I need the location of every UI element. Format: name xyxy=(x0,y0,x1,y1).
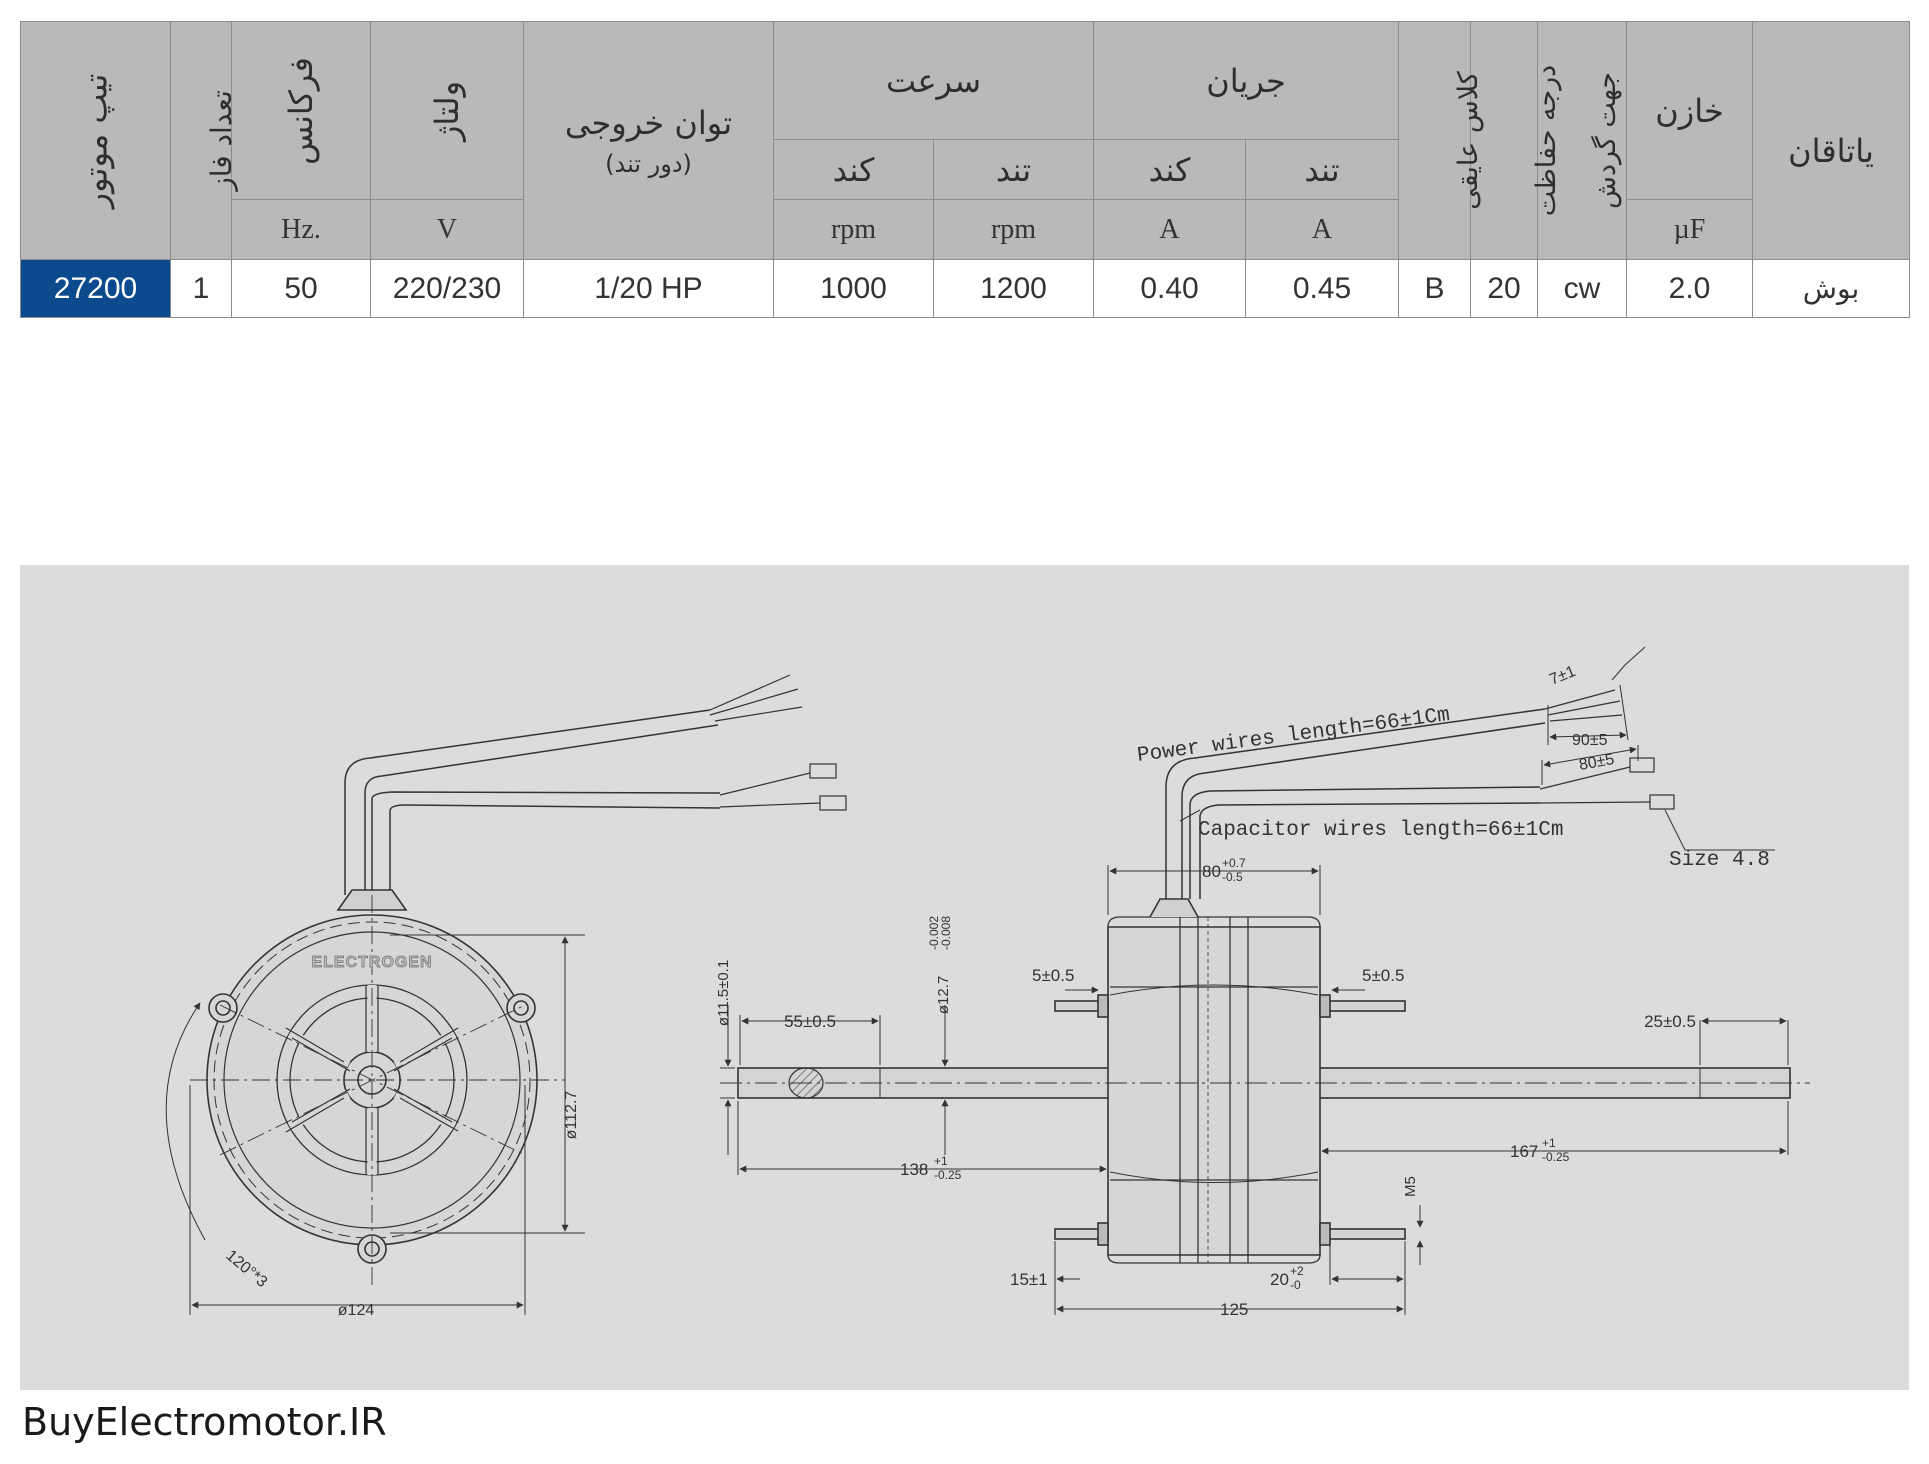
site-footer: BuyElectromotor.IR xyxy=(22,1400,387,1444)
dim-stud-offset-up: +2 xyxy=(1290,1264,1304,1278)
dim-front-length-dn: -0.25 xyxy=(934,1168,962,1182)
dim-body-length-dn: -0.5 xyxy=(1222,870,1243,884)
motor-body xyxy=(1107,926,1321,1256)
dim-shaft-diameter-2-tol-up: -0.002 xyxy=(927,916,941,950)
dim-stud-length: 15±1 xyxy=(1010,1270,1048,1289)
header-frequency: فرکانس xyxy=(231,21,371,200)
dim-ear-angle: 120°*3 xyxy=(222,1247,270,1291)
dim-front-length-up: +1 xyxy=(934,1154,948,1168)
header-current: جریان xyxy=(1093,21,1400,140)
header-frequency-unit: Hz. xyxy=(231,199,371,260)
header-output-power: توان خروجی (دور تند) xyxy=(523,21,774,260)
cell-speed-high: 1200 xyxy=(932,259,1095,318)
cell-rotation: cw xyxy=(1537,259,1628,318)
header-current-high-unit: A xyxy=(1245,199,1400,260)
header-speed-high-unit: rpm xyxy=(932,199,1095,260)
front-view xyxy=(190,674,847,1285)
dim-stud-left: 5±0.5 xyxy=(1032,966,1074,985)
header-bearing: یاتاقان xyxy=(1752,21,1911,260)
front-brand-label: ELECTROGEN xyxy=(311,954,432,971)
cell-capacitor: 2.0 xyxy=(1626,259,1754,318)
front-wire-bundle xyxy=(344,674,847,895)
cell-voltage: 220/230 xyxy=(370,259,524,318)
dim-stud-span: 125 xyxy=(1220,1300,1248,1319)
cell-insulation: B xyxy=(1398,259,1472,318)
cell-power: 1/20 HP xyxy=(523,259,774,318)
cell-model: 27200 xyxy=(20,259,171,318)
cell-bearing: بوش xyxy=(1752,259,1911,318)
dim-stud-right: 5±0.5 xyxy=(1362,966,1404,985)
header-insulation-class: کلاس عایقی xyxy=(1398,21,1484,260)
header-motor-type: تیپ موتور xyxy=(20,21,171,260)
header-current-low-unit: A xyxy=(1093,199,1247,260)
dim-thread: M5 xyxy=(1402,1176,1419,1197)
dim-outer-diameter: ø124 xyxy=(338,1302,375,1319)
header-speed: سرعت xyxy=(772,21,1095,140)
cell-speed-low: 1000 xyxy=(773,259,934,318)
header-speed-low: کند xyxy=(773,139,934,200)
dim-wire-90: 90±5 xyxy=(1572,732,1608,749)
dim-flat-length: 55±0.5 xyxy=(784,1012,836,1031)
dim-front-length-base: 138 xyxy=(900,1160,928,1179)
front-dimensions xyxy=(165,934,585,1315)
cell-current-low: 0.40 xyxy=(1093,259,1247,318)
header-speed-high: تند xyxy=(932,139,1095,200)
side-dimensions xyxy=(720,646,1789,1315)
dim-body-length-up: +0.7 xyxy=(1222,856,1246,870)
dim-housing-diameter: ø112.7 xyxy=(563,1091,580,1140)
cell-current-high: 0.45 xyxy=(1245,259,1400,318)
dim-rear-length-up: +1 xyxy=(1542,1136,1556,1150)
cell-phase: 1 xyxy=(170,259,232,318)
header-voltage: ولتاژ xyxy=(370,21,524,200)
dim-body-length-base: 80 xyxy=(1202,862,1221,881)
dim-rear-length-base: 167 xyxy=(1510,1142,1538,1161)
dim-wire-80: 80±5 xyxy=(1578,751,1616,774)
header-current-low: کند xyxy=(1093,139,1247,200)
drawing-svg: ELECTROGEN ø112.7 ø124 120°*3 xyxy=(165,646,1810,1319)
spec-table: تیپ موتور تعداد فاز فرکانس ولتاژ توان خر… xyxy=(20,21,1911,318)
header-capacitor-unit: µF xyxy=(1626,199,1754,260)
dim-shaft-diameter: ø11.5±0.1 xyxy=(715,960,732,1026)
size-label: Size 4.8 xyxy=(1669,849,1770,872)
header-protection-degree: درجه حفاظت xyxy=(1470,21,1562,260)
cell-protection: 20 xyxy=(1470,259,1539,318)
header-phase-count: تعداد فاز xyxy=(170,21,238,260)
header-speed-low-unit: rpm xyxy=(773,199,934,260)
side-view xyxy=(720,689,1810,1264)
dim-shaft-diameter-2-base: ø12.7 xyxy=(935,976,952,1014)
dim-rear-flat: 25±0.5 xyxy=(1644,1012,1696,1031)
dim-shaft-diameter-2-tol-dn: -0.008 xyxy=(939,916,953,950)
power-wires-label: Power wires length=66±1Cm xyxy=(1136,704,1451,768)
capacitor-wires-label: Capacitor wires length=66±1Cm xyxy=(1198,819,1563,842)
header-current-high: تند xyxy=(1245,139,1400,200)
cell-frequency: 50 xyxy=(231,259,371,318)
header-capacitor: خازن xyxy=(1626,21,1754,200)
dim-stud-offset-dn: -0 xyxy=(1290,1278,1301,1292)
technical-drawing: ELECTROGEN ø112.7 ø124 120°*3 xyxy=(20,565,1909,1390)
header-voltage-unit: V xyxy=(370,199,524,260)
dim-wire-strip: 7±1 xyxy=(1547,663,1578,689)
dim-stud-offset-base: 20 xyxy=(1270,1270,1289,1289)
dim-rear-length-dn: -0.25 xyxy=(1542,1150,1570,1164)
dim-shaft-diameter-2: ø12.7 -0.002 -0.008 xyxy=(927,916,953,1015)
